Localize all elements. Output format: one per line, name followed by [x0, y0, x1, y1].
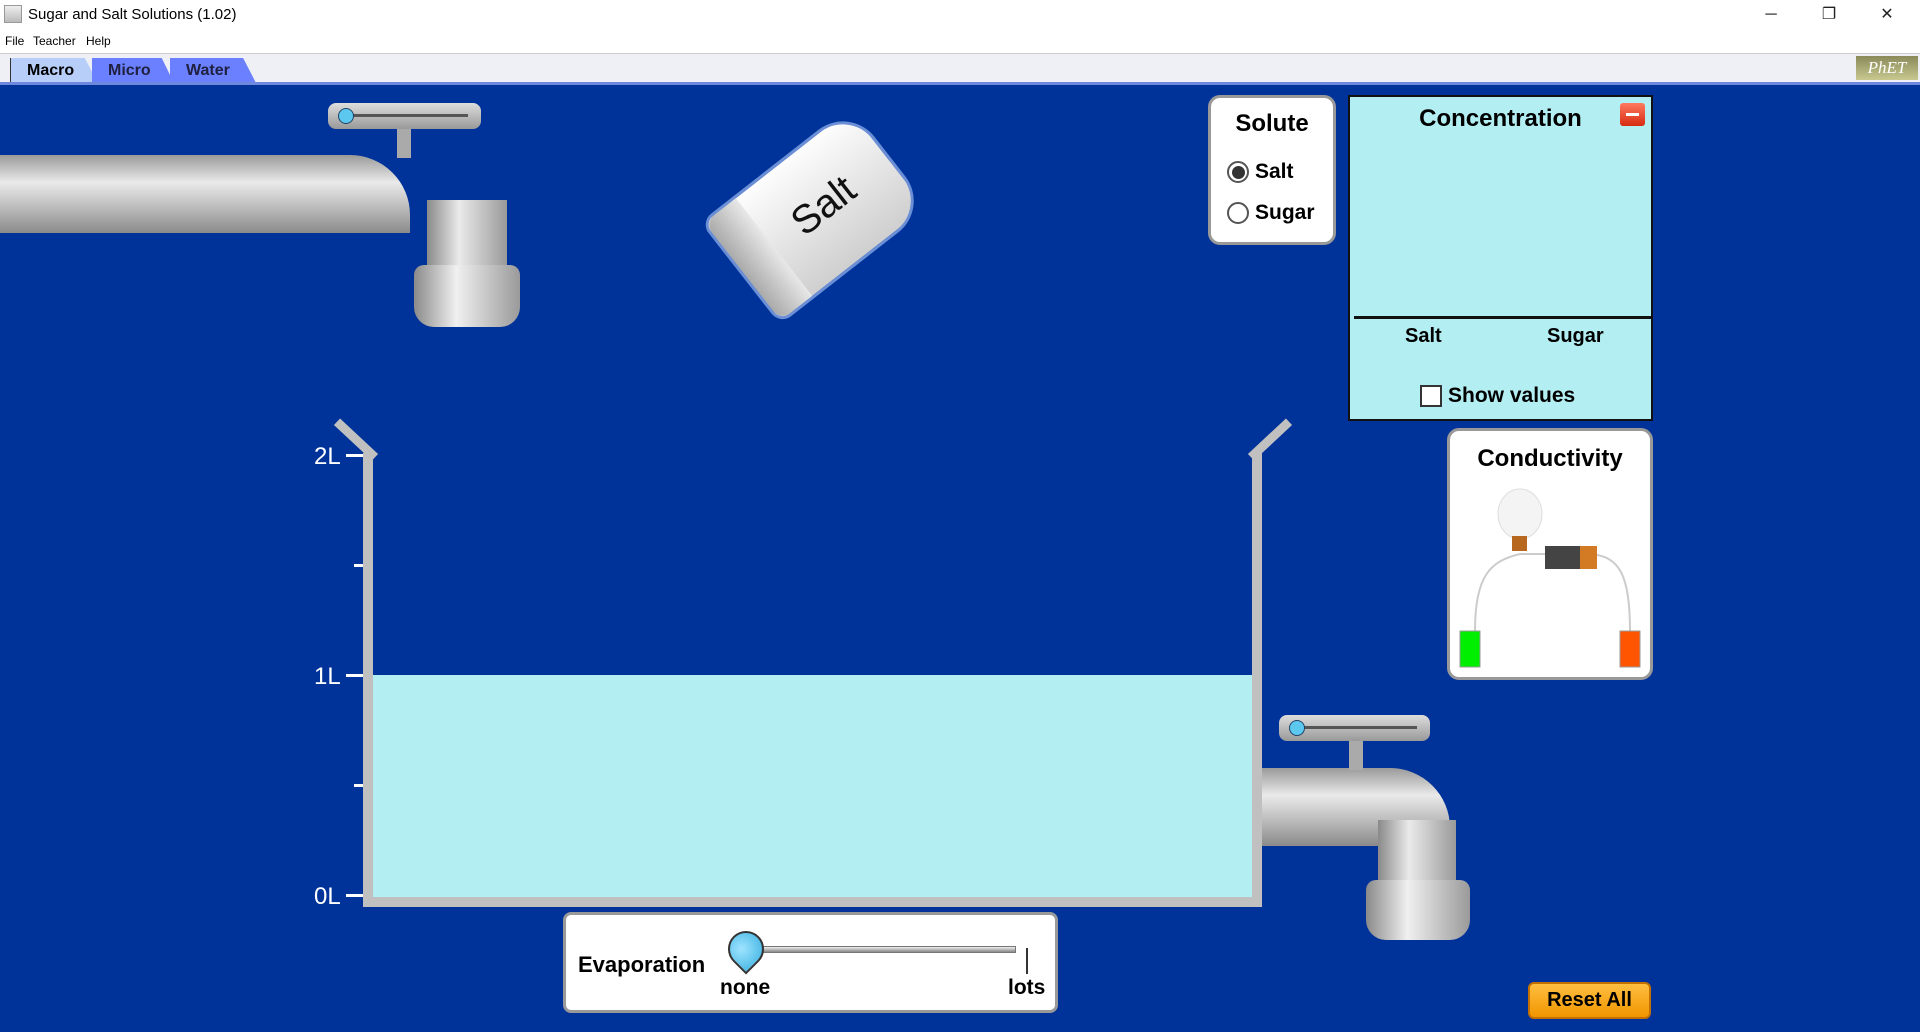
input-faucet-knob[interactable] — [338, 108, 354, 124]
evaporation-slider-thumb[interactable] — [720, 923, 772, 975]
conductivity-title: Conductivity — [1477, 445, 1623, 472]
evaporation-slider-track[interactable] — [744, 946, 1016, 953]
phet-logo[interactable]: PhET — [1856, 56, 1918, 80]
show-values-checkbox[interactable] — [1420, 385, 1442, 407]
conductivity-panel: Conductivity — [1447, 428, 1653, 680]
bar-chart-baseline — [1354, 316, 1651, 319]
tab-water[interactable]: Water — [170, 58, 256, 83]
input-faucet-stem — [397, 128, 411, 158]
radio-button[interactable] — [1227, 202, 1249, 224]
tab-strip: Macro Micro Water — [0, 53, 1920, 83]
menu-bar: File Teacher Help — [0, 32, 1920, 52]
input-faucet-pipe — [0, 155, 340, 233]
reset-all-button[interactable]: Reset All — [1528, 982, 1651, 1019]
concentration-panel: Concentration Salt Sugar Show values — [1348, 95, 1653, 421]
input-faucet-neck — [427, 200, 507, 270]
tab-macro[interactable]: Macro — [10, 58, 98, 83]
close-button[interactable]: ✕ — [1880, 6, 1894, 23]
menu-help[interactable]: Help — [86, 34, 111, 48]
label-2l: 2L — [314, 443, 341, 470]
tab-micro[interactable]: Micro — [92, 58, 174, 83]
solute-title: Solute — [1235, 110, 1309, 137]
show-values-label: Show values — [1448, 384, 1576, 407]
drain-faucet-knob[interactable] — [1289, 720, 1305, 736]
bar-label-salt: Salt — [1405, 325, 1442, 347]
input-faucet-spout — [414, 265, 520, 327]
positive-probe — [1619, 630, 1641, 668]
evaporation-max-label: lots — [1008, 976, 1046, 999]
window-title: Sugar and Salt Solutions (1.02) — [28, 6, 237, 23]
drain-faucet-neck — [1378, 820, 1456, 890]
label-1l: 1L — [314, 663, 341, 690]
beaker-right-wall — [1252, 453, 1262, 907]
conductivity-tester[interactable] — [1450, 486, 1650, 676]
menu-file[interactable]: File — [5, 34, 25, 48]
bulb-base — [1512, 536, 1527, 551]
beaker-left-wall — [363, 453, 373, 907]
solute-panel: Solute Salt Sugar — [1208, 95, 1336, 245]
beaker-bottom — [363, 897, 1262, 907]
drain-faucet-stem — [1349, 740, 1363, 770]
input-faucet-slider[interactable] — [328, 103, 481, 129]
menu-teacher[interactable]: Teacher — [33, 34, 76, 48]
drain-faucet-slider[interactable] — [1279, 715, 1430, 741]
minimize-button[interactable]: ─ — [1765, 6, 1777, 23]
minimize-panel-button[interactable] — [1620, 103, 1645, 126]
tick-0l — [346, 894, 363, 897]
evaporation-max-tick — [1026, 948, 1028, 974]
bar-label-sugar: Sugar — [1547, 325, 1604, 347]
evaporation-label: Evaporation — [578, 952, 706, 977]
negative-probe — [1459, 630, 1481, 668]
tick-1l — [346, 674, 363, 677]
evaporation-min-label: none — [720, 976, 771, 999]
radio-sugar[interactable]: Sugar — [1227, 201, 1315, 225]
radio-salt-label: Salt — [1255, 160, 1294, 183]
drain-faucet-spout — [1366, 880, 1470, 940]
radio-salt[interactable]: Salt — [1227, 160, 1294, 184]
drain-faucet-pipe — [1262, 768, 1382, 846]
radio-sugar-label: Sugar — [1255, 201, 1315, 224]
tick-2l — [346, 454, 363, 457]
radio-button-selected[interactable] — [1227, 161, 1249, 183]
tick-0-5l — [354, 784, 363, 787]
java-app-icon — [4, 5, 22, 23]
shaker-label: Salt — [782, 167, 865, 245]
concentration-title: Concentration — [1419, 105, 1582, 132]
light-bulb-icon — [1497, 488, 1543, 540]
tick-1-5l — [354, 564, 363, 567]
label-0l: 0L — [314, 883, 341, 910]
restore-button[interactable]: ❐ — [1821, 6, 1837, 23]
beaker-solution — [373, 675, 1255, 900]
title-bar: Sugar and Salt Solutions (1.02) ─ ❐ ✕ — [0, 0, 1920, 30]
evaporation-panel: Evaporation none lots — [563, 912, 1058, 1013]
